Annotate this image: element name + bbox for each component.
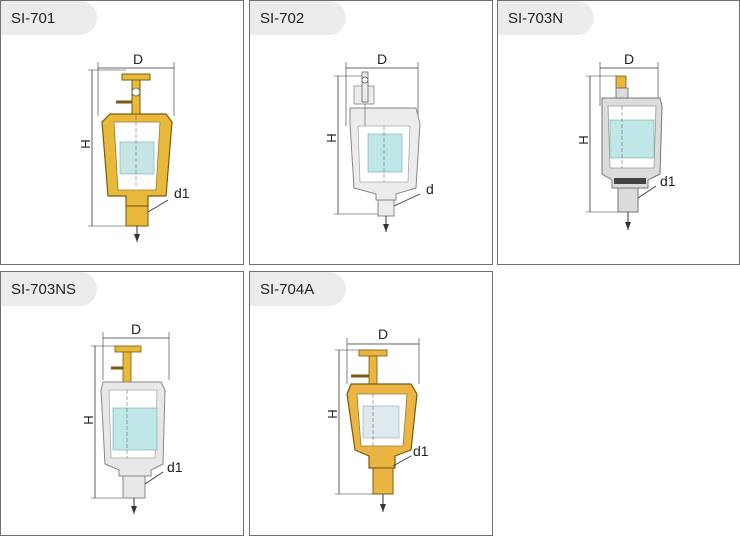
dim-port-label: d1 bbox=[167, 459, 183, 475]
dim-port-label: d1 bbox=[413, 443, 429, 459]
model-label: SI-703NS bbox=[11, 280, 77, 298]
model-tab: SI-704A bbox=[250, 272, 346, 306]
float bbox=[362, 405, 400, 439]
product-card-si-701: SI-701 D H d1 bbox=[0, 0, 244, 265]
valve-drawing-si-703n: D H d1 bbox=[576, 51, 676, 230]
float bbox=[119, 141, 155, 175]
float bbox=[609, 119, 655, 159]
dim-port-label: d bbox=[426, 181, 434, 197]
model-label: SI-702 bbox=[260, 9, 305, 27]
dim-d-label: D bbox=[131, 321, 141, 337]
dim-h-label: H bbox=[81, 415, 96, 424]
dim-h-label: H bbox=[324, 133, 339, 142]
product-card-si-703n: SI-703N D H d1 bbox=[497, 0, 740, 265]
dim-h-label: H bbox=[78, 139, 93, 148]
dim-d-label: D bbox=[378, 326, 388, 342]
valve-drawing-si-702: D H d bbox=[324, 51, 434, 232]
model-tab: SI-701 bbox=[1, 1, 97, 35]
dim-d-label: D bbox=[624, 51, 634, 67]
model-tab: SI-703N bbox=[498, 1, 594, 35]
dim-port-label: d1 bbox=[660, 173, 676, 189]
model-tab: SI-702 bbox=[250, 1, 346, 35]
float bbox=[367, 133, 403, 173]
dim-port-label: d1 bbox=[174, 185, 190, 201]
dim-h-label: H bbox=[576, 135, 591, 144]
dim-d-label: D bbox=[377, 51, 387, 67]
model-label: SI-704A bbox=[260, 280, 315, 298]
model-tab: SI-703NS bbox=[1, 272, 97, 306]
product-card-si-704a: SI-704A D H d1 bbox=[249, 271, 493, 536]
dim-h-label: H bbox=[325, 409, 340, 418]
valve-drawing-si-703ns: D H d1 bbox=[81, 321, 183, 514]
model-label: SI-703N bbox=[508, 9, 564, 27]
valve-drawing-si-704a: D H d1 bbox=[325, 326, 429, 512]
model-label: SI-701 bbox=[11, 9, 56, 27]
dim-d-label: D bbox=[133, 51, 143, 67]
float bbox=[112, 407, 158, 451]
product-card-si-702: SI-702 D H d bbox=[249, 0, 493, 265]
product-card-si-703ns: SI-703NS D H d1 bbox=[0, 271, 244, 536]
valve-drawing-si-701: D H d1 bbox=[78, 51, 190, 242]
